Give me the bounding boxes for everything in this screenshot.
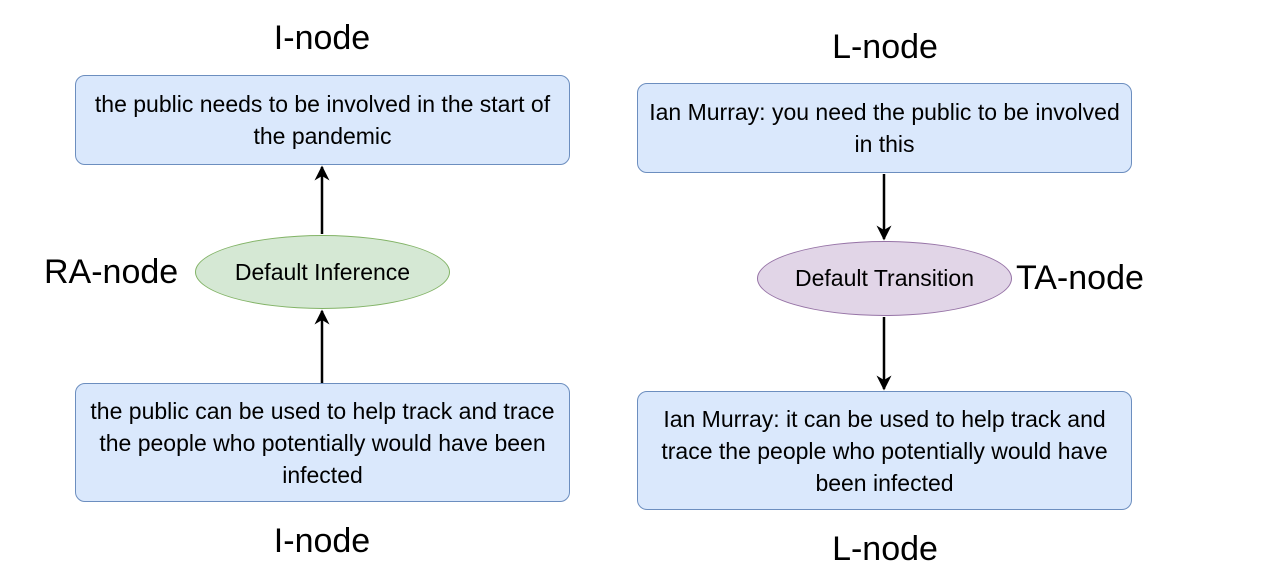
right-bottom-node-type-label: L-node: [832, 530, 938, 568]
ta-node-label: TA-node: [1016, 259, 1144, 297]
right-top-node-type-label: L-node: [832, 28, 938, 66]
default-transition-text: Default Transition: [795, 265, 974, 291]
right-bottom-l-node-text: Ian Murray: it can be used to help track…: [661, 405, 1108, 496]
right-top-l-node-text: Ian Murray: you need the public to be in…: [649, 99, 1120, 157]
left-bottom-i-node-text: the public can be used to help track and…: [90, 397, 555, 488]
default-inference-text: Default Inference: [234, 258, 411, 285]
default-inference-node[interactable]: Default Inference: [195, 235, 450, 309]
left-top-i-node-box[interactable]: the public needs to be involved in the s…: [75, 75, 570, 165]
right-bottom-l-node-box[interactable]: Ian Murray: it can be used to help track…: [637, 391, 1132, 510]
left-bottom-i-node-box[interactable]: the public can be used to help track and…: [75, 383, 570, 502]
default-transition-node[interactable]: Default Transition: [757, 241, 1012, 316]
left-top-i-node-text: the public needs to be involved in the s…: [94, 91, 551, 149]
left-bottom-node-type-label: I-node: [273, 522, 371, 560]
ra-node-label: RA-node: [44, 253, 179, 291]
left-top-node-type-label: I-node: [273, 19, 371, 57]
right-top-l-node-box[interactable]: Ian Murray: you need the public to be in…: [637, 83, 1132, 173]
